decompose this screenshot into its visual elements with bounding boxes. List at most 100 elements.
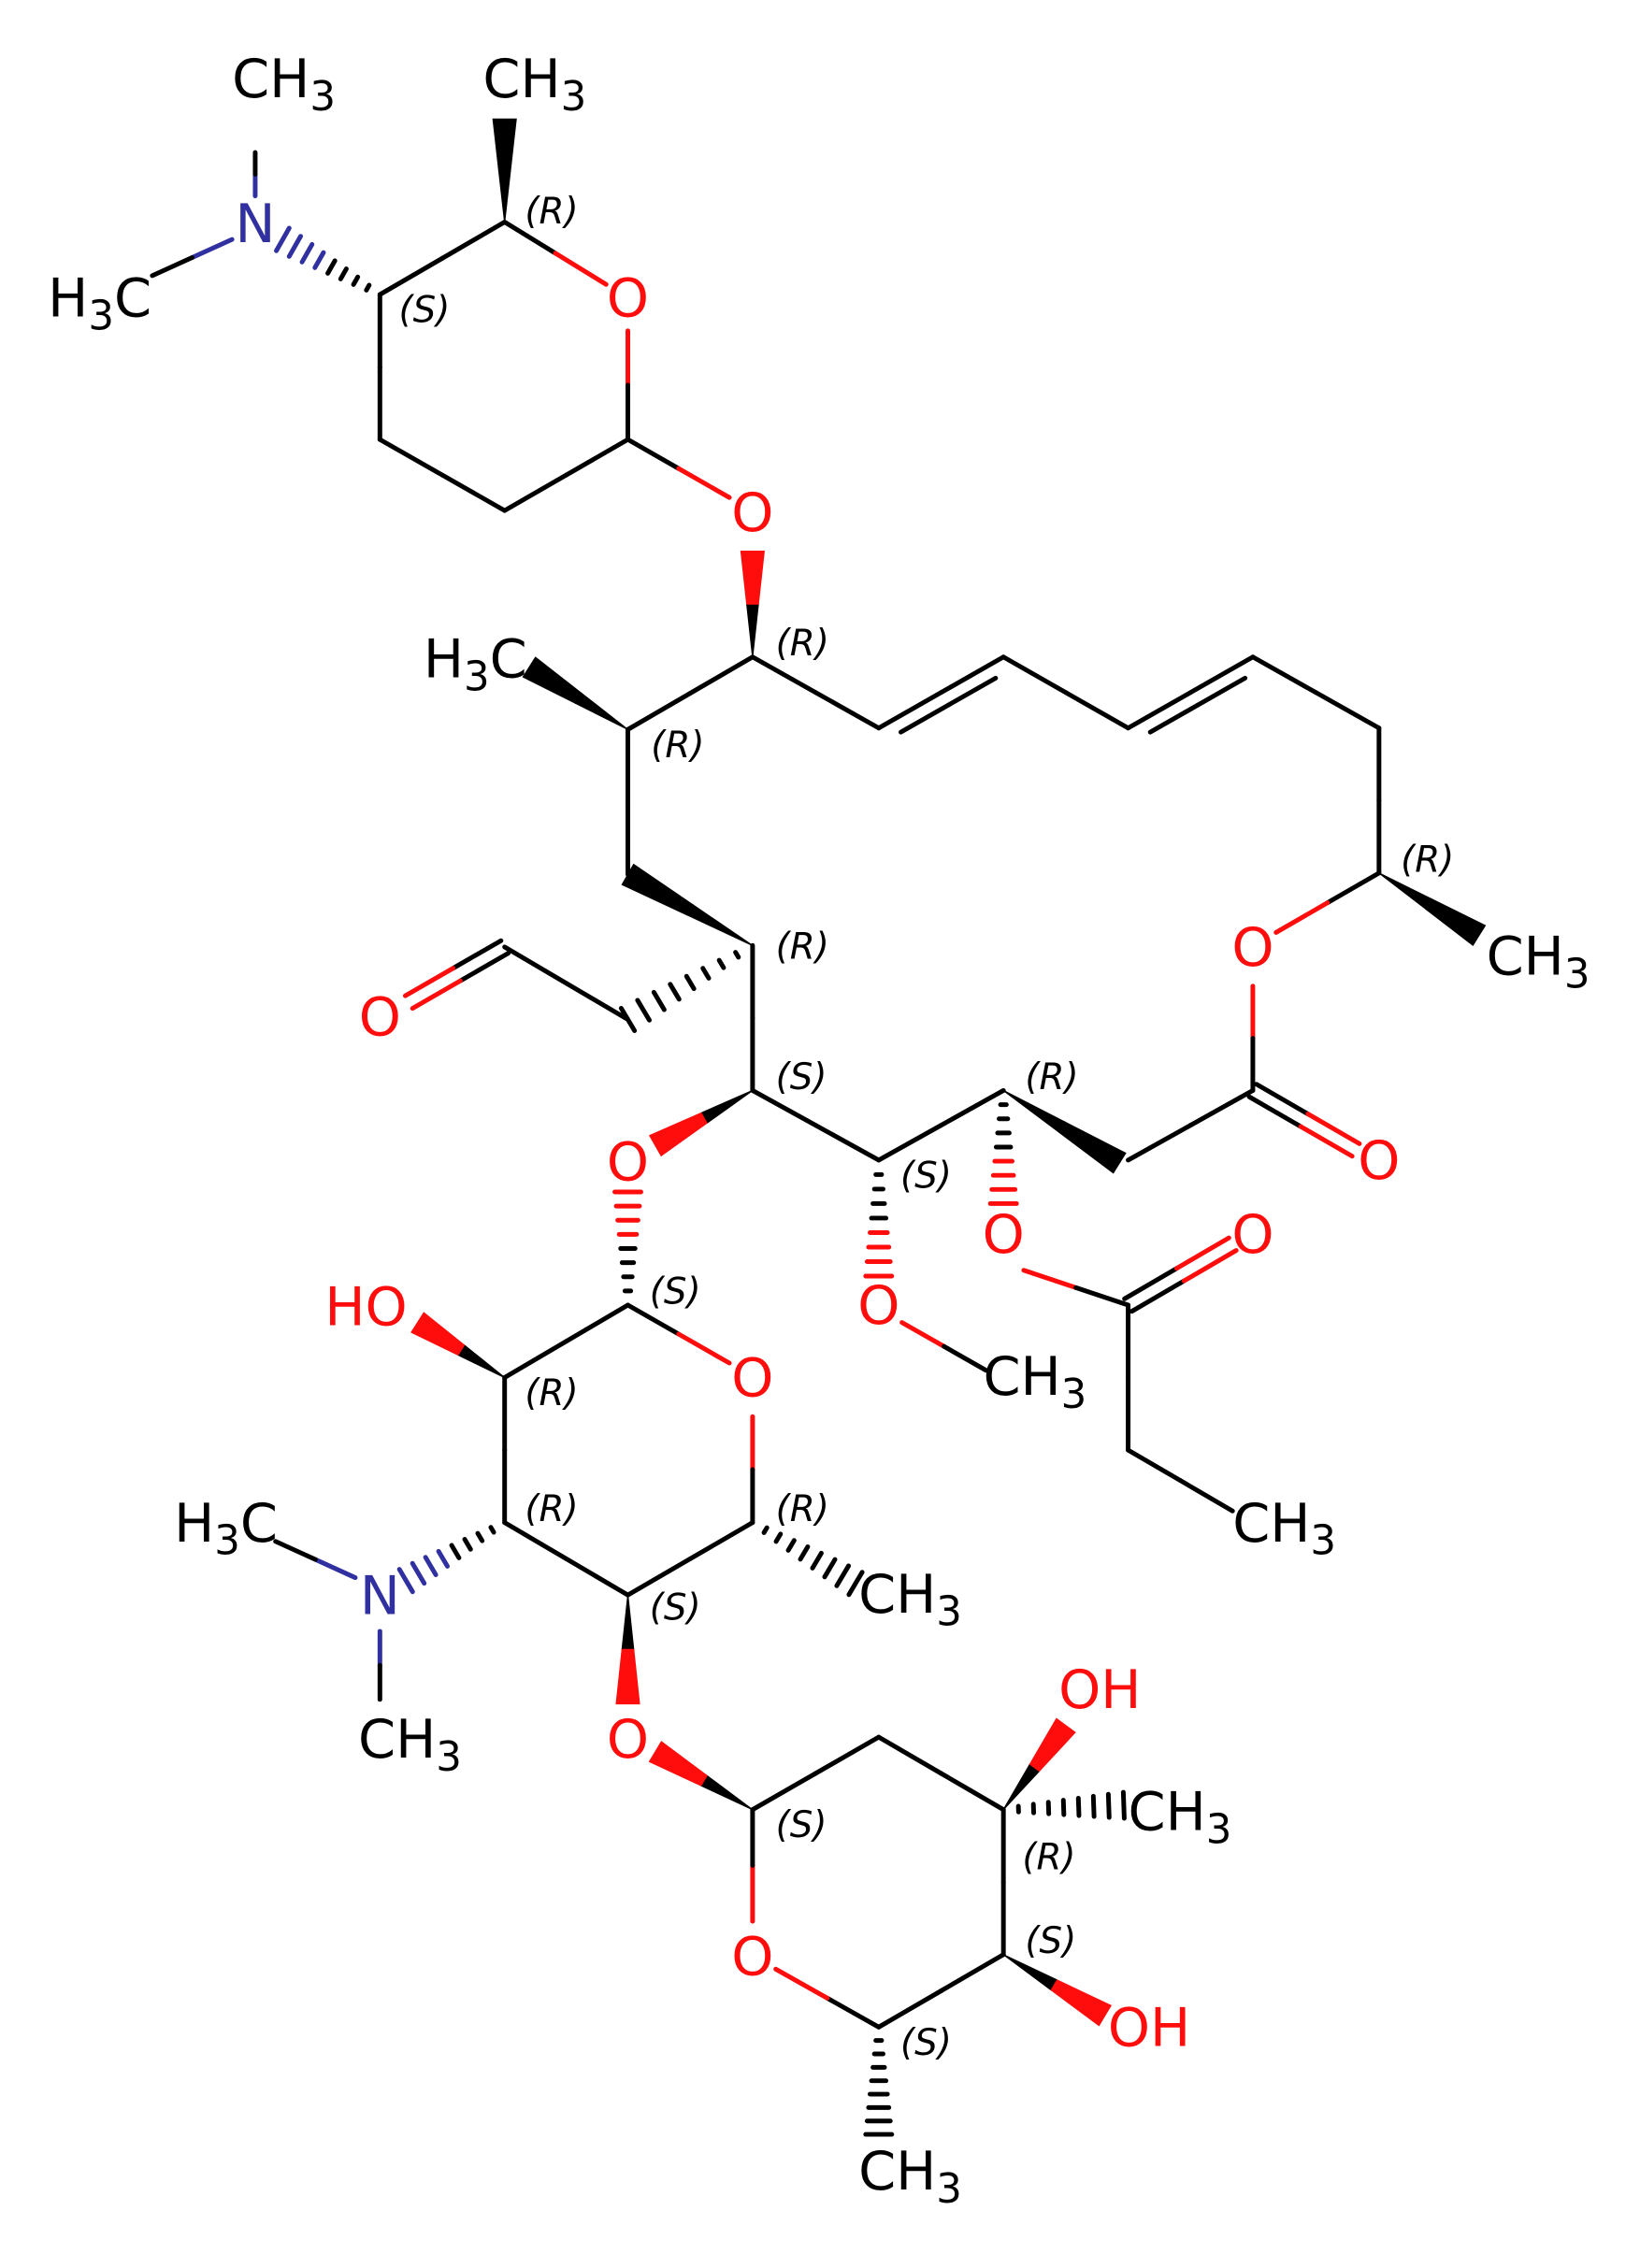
bond bbox=[700, 966, 712, 981]
bond bbox=[1298, 1124, 1355, 1159]
bond bbox=[1177, 1478, 1235, 1514]
atom-labels: N CH3 H3C CH3 O O H3C O CH3 O O O O CH3 … bbox=[48, 48, 1590, 2213]
bond bbox=[1195, 675, 1248, 708]
bond bbox=[502, 472, 569, 513]
bond bbox=[1305, 1112, 1362, 1146]
bond bbox=[687, 1520, 755, 1561]
bond bbox=[410, 1560, 427, 1586]
bond bbox=[351, 274, 361, 287]
atom-oxygen: O bbox=[983, 1203, 1025, 1266]
bond bbox=[750, 654, 818, 696]
bond bbox=[899, 702, 951, 735]
bond bbox=[475, 1530, 485, 1543]
bond bbox=[825, 1995, 882, 2030]
bond bbox=[1000, 654, 1069, 696]
bond bbox=[676, 466, 732, 500]
bond bbox=[410, 978, 463, 1012]
bond bbox=[687, 654, 755, 696]
stereo-label: (R) bbox=[1022, 1836, 1075, 1878]
stereo-label: (S) bbox=[900, 1155, 952, 1197]
bond bbox=[761, 1525, 770, 1535]
atom-oxygen: O bbox=[359, 986, 401, 1049]
bond bbox=[377, 437, 445, 478]
bond bbox=[488, 1525, 496, 1535]
bond bbox=[325, 258, 338, 276]
bond bbox=[564, 1302, 630, 1344]
wedge-bond bbox=[1425, 898, 1487, 946]
bond bbox=[564, 1556, 630, 1598]
bond bbox=[1105, 1791, 1112, 1820]
bond bbox=[626, 691, 693, 732]
bond bbox=[626, 1302, 682, 1337]
stereo-label: (S) bbox=[650, 1270, 701, 1313]
stereo-label: (R) bbox=[1401, 839, 1454, 881]
bond bbox=[1120, 1789, 1127, 1821]
bond bbox=[402, 966, 456, 998]
bond bbox=[502, 1339, 569, 1381]
stereo-label: (S) bbox=[900, 2022, 952, 2064]
bond bbox=[436, 1548, 450, 1569]
atom-oxygen: O bbox=[1231, 916, 1273, 979]
bond bbox=[286, 234, 304, 259]
wedge-bond bbox=[410, 1312, 466, 1356]
bond bbox=[939, 1771, 1006, 1813]
bond bbox=[773, 1966, 830, 2001]
bond bbox=[1273, 900, 1331, 935]
bond bbox=[876, 1123, 943, 1163]
bond bbox=[1254, 1082, 1311, 1117]
bond bbox=[1126, 1123, 1193, 1163]
stereo-label: (R) bbox=[525, 1488, 578, 1530]
wedge-bond bbox=[699, 1774, 754, 1811]
wedge-bond bbox=[497, 169, 511, 222]
wedge-bond bbox=[456, 1343, 506, 1379]
bond bbox=[813, 690, 882, 731]
stereo-label: (R) bbox=[525, 1372, 578, 1414]
wedge-bond bbox=[621, 1595, 635, 1650]
bond bbox=[939, 1087, 1006, 1128]
bond bbox=[942, 1343, 989, 1373]
atom-oxygen: O bbox=[731, 1925, 773, 1988]
bond bbox=[635, 998, 652, 1023]
bond bbox=[273, 1539, 318, 1562]
atom-methyl: CH3 bbox=[482, 48, 586, 121]
bond bbox=[899, 1320, 947, 1349]
wedge-bond bbox=[1029, 1717, 1076, 1773]
wedge-bond bbox=[492, 118, 517, 172]
bond bbox=[190, 237, 235, 260]
stereo-label: (S) bbox=[398, 290, 450, 332]
bond bbox=[1126, 690, 1193, 731]
bond bbox=[1129, 1278, 1187, 1314]
bond bbox=[846, 1570, 865, 1598]
bond bbox=[423, 1555, 439, 1577]
atom-methyl: CH3 bbox=[1487, 925, 1590, 998]
atom-hydroxyl: OH bbox=[1058, 1658, 1141, 1721]
bond bbox=[462, 1537, 473, 1552]
bond bbox=[377, 255, 445, 297]
wedge-bond bbox=[648, 1112, 708, 1157]
bond bbox=[274, 225, 292, 253]
bond bbox=[1126, 1447, 1183, 1484]
bond bbox=[822, 1557, 838, 1580]
bond bbox=[502, 944, 569, 986]
bond bbox=[338, 266, 349, 281]
stereo-label: (R) bbox=[776, 926, 829, 968]
atom-oxygen: O bbox=[1358, 1129, 1400, 1192]
bond bbox=[553, 251, 609, 287]
bond bbox=[750, 1087, 818, 1128]
stereo-label: (R) bbox=[651, 725, 704, 767]
bond bbox=[813, 1123, 882, 1163]
bond bbox=[813, 1734, 882, 1776]
wedge-bond bbox=[699, 1089, 754, 1125]
atom-oxygen: O bbox=[607, 1708, 649, 1771]
bond bbox=[564, 981, 630, 1022]
stereo-label: (S) bbox=[650, 1587, 701, 1629]
atom-methyl: CH3 bbox=[358, 1708, 462, 1781]
stereo-label: (R) bbox=[776, 1488, 829, 1530]
bond bbox=[810, 1550, 824, 1571]
stereo-label: (S) bbox=[1025, 1920, 1076, 1962]
bond bbox=[626, 437, 682, 471]
atom-methyl: CH3 bbox=[858, 2140, 962, 2213]
atom-hydroxyl: OH bbox=[1108, 1996, 1190, 2059]
bond bbox=[785, 1538, 797, 1553]
bond bbox=[939, 654, 1006, 696]
